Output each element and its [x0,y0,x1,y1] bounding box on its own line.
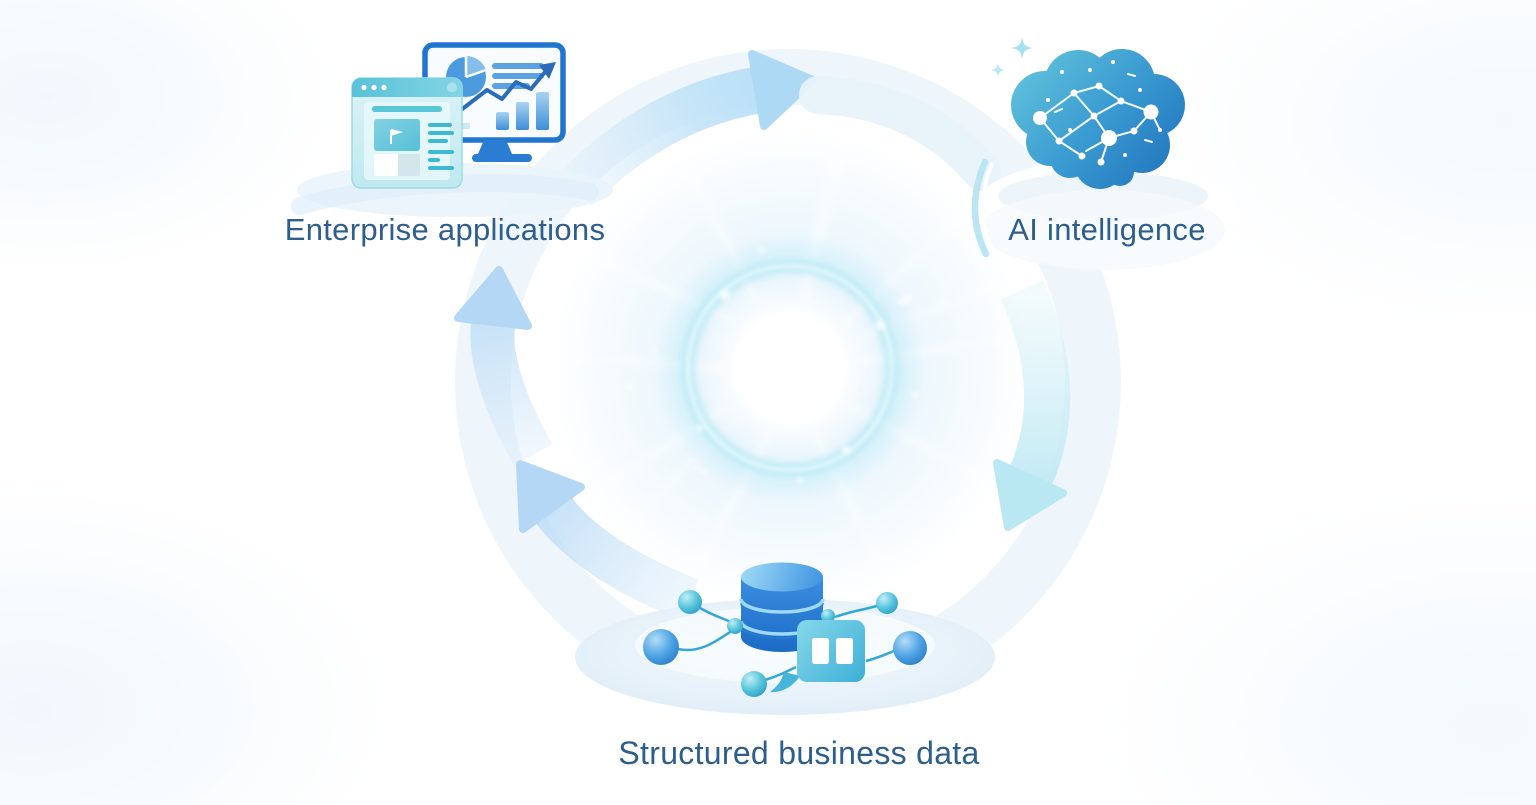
sparkle-icon [991,37,1033,77]
network-node [643,590,927,697]
node-label-enterprise-applications: Enterprise applications [284,212,606,247]
sparkle-dots-icon [595,247,948,483]
enterprise-applications-icon [291,42,613,217]
structured-business-data-node [575,562,995,715]
flow-arrow-left-lower-icon [516,460,699,621]
flow-arrow-right-icon [993,280,1071,531]
ai-intelligence-node [799,37,1236,270]
center-glow [550,126,1030,608]
crescent-swoosh-icon [971,158,990,258]
connector-lines [677,604,895,682]
browser-window-icon [351,77,463,189]
flow-arrow-left-upper-icon [454,266,553,466]
node-label-structured-business-data: Structured business data [618,735,980,771]
flow-arrow-top-icon [558,50,817,207]
node-label-ai-intelligence: AI intelligence [1008,212,1206,247]
data-card-icon [770,620,865,693]
